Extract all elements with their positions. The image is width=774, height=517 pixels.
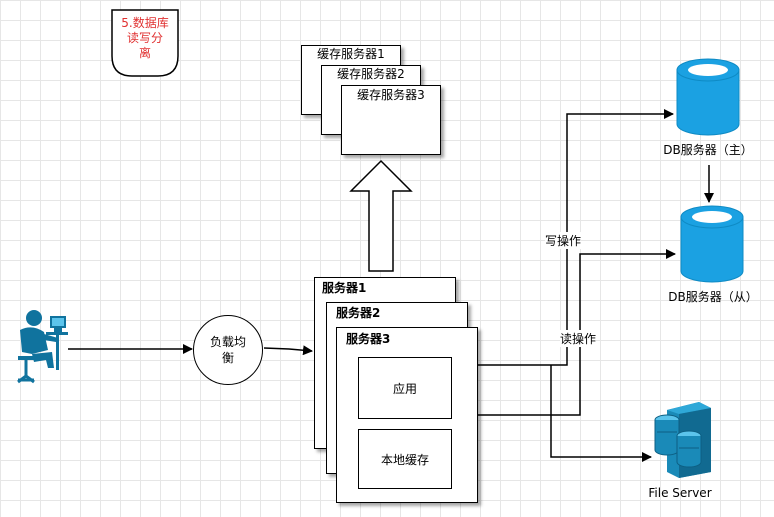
cache-server-3-label: 缓存服务器3 bbox=[357, 88, 425, 102]
load-balancer-line-1: 负载均 bbox=[209, 335, 246, 349]
cache-server-3-box bbox=[341, 85, 441, 155]
note-shape bbox=[111, 9, 179, 77]
up-arrow-icon bbox=[349, 159, 413, 272]
cache-server-2-label: 缓存服务器2 bbox=[337, 67, 405, 81]
file-server-label: File Server bbox=[648, 486, 712, 500]
local-cache-box: 本地缓存 bbox=[358, 429, 452, 489]
file-server-icon bbox=[654, 402, 711, 478]
note-text: 5.数据库 读写分 离 bbox=[112, 16, 178, 61]
load-balancer-circle: 负载均 衡 bbox=[193, 315, 263, 385]
user-at-computer-icon bbox=[17, 310, 68, 384]
app-box: 应用 bbox=[358, 357, 452, 419]
app-server-3-label: 服务器3 bbox=[346, 332, 391, 346]
app-box-label: 应用 bbox=[392, 381, 417, 396]
app-server-2-label: 服务器2 bbox=[336, 306, 381, 320]
file-server-arrow bbox=[550, 365, 652, 462]
note-line-2: 读写分 bbox=[126, 31, 163, 45]
write-op-label: 写操作 bbox=[545, 232, 582, 249]
load-balancer-line-2: 衡 bbox=[221, 351, 234, 365]
cache-server-1-label: 缓存服务器1 bbox=[317, 47, 385, 61]
lb-to-server-arrow bbox=[263, 345, 313, 356]
db-master-cylinder bbox=[676, 58, 740, 136]
db-master-label: DB服务器（主） bbox=[663, 143, 753, 157]
load-balancer-label: 负载均 衡 bbox=[210, 334, 246, 366]
db-slave-cylinder bbox=[680, 205, 744, 283]
app-server-1-label: 服务器1 bbox=[322, 281, 367, 295]
note-line-3: 离 bbox=[138, 46, 151, 60]
read-op-label: 读操作 bbox=[560, 330, 597, 347]
note-line-1: 5.数据库 bbox=[121, 16, 169, 30]
local-cache-box-label: 本地缓存 bbox=[380, 452, 429, 467]
db-slave-label: DB服务器（从） bbox=[668, 290, 758, 304]
